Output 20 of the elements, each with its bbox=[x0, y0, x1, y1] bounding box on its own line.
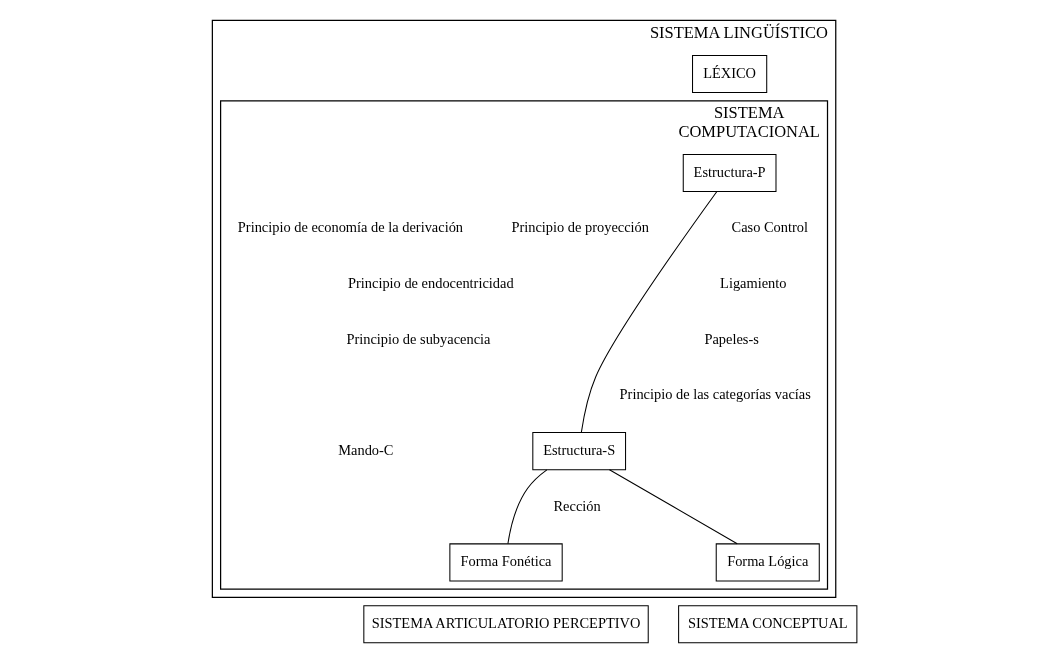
node-box: SISTEMA CONCEPTUAL bbox=[677, 605, 857, 644]
node-box: Forma Lógica bbox=[715, 543, 820, 582]
label: Principio de endocentricidad bbox=[347, 275, 514, 292]
node-box: Estructura-P bbox=[682, 153, 776, 192]
node-box: Estructura-S bbox=[531, 432, 626, 471]
connector bbox=[580, 191, 717, 433]
label: Rección bbox=[553, 497, 601, 514]
node-box: SISTEMA ARTICULATORIO PERCEPTIVO bbox=[362, 605, 649, 644]
node-box: Forma Fonética bbox=[448, 543, 563, 582]
label: Principio de proyección bbox=[510, 219, 649, 236]
label: Caso Control bbox=[731, 219, 808, 236]
label: Ligamiento bbox=[719, 275, 787, 292]
label: Principio de subyacencia bbox=[345, 330, 490, 347]
label: Principio de economía de la derivación bbox=[237, 219, 463, 236]
connector bbox=[608, 469, 738, 545]
label: Mando-C bbox=[337, 441, 394, 458]
label: Principio de las categorías vacías bbox=[619, 386, 811, 403]
label: Papeles-s bbox=[703, 330, 759, 347]
node-box: LÉXICO bbox=[691, 54, 767, 94]
connector bbox=[506, 469, 547, 545]
